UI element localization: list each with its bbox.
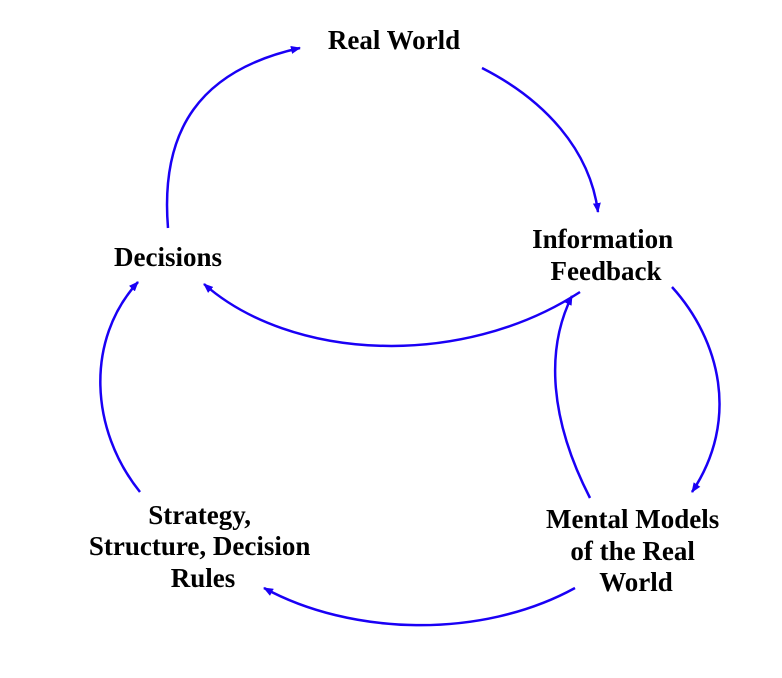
node-strategy-line: Strategy, bbox=[148, 500, 251, 530]
node-mental-models-line: Mental Models bbox=[546, 504, 719, 534]
arrow-strategy-to-decisions bbox=[99, 281, 141, 493]
node-information-feedback-line: Feedback bbox=[551, 256, 662, 286]
arrow-real-world-to-information-feedback bbox=[481, 66, 601, 213]
arrow-information-feedback-to-mental-models bbox=[671, 286, 721, 493]
node-strategy: Strategy, Structure, Decision Rules bbox=[89, 500, 317, 593]
arrow-decisions-to-real-world bbox=[165, 46, 301, 229]
node-information-feedback: Information Feedback bbox=[532, 224, 680, 286]
node-real-world-line: Real World bbox=[328, 25, 460, 55]
arrow-mental-models-to-strategy bbox=[263, 586, 576, 627]
node-information-feedback-line: Information bbox=[532, 224, 673, 254]
node-mental-models-line: World bbox=[599, 567, 673, 597]
arrows-group bbox=[99, 46, 721, 627]
arrow-mental-models-to-information-feedback bbox=[553, 295, 592, 499]
arrow-information-feedback-to-decisions bbox=[203, 283, 581, 348]
node-strategy-line: Rules bbox=[171, 563, 236, 593]
node-mental-models: Mental Models of the Real World bbox=[546, 504, 726, 597]
node-decisions: Decisions bbox=[114, 242, 222, 272]
node-real-world: Real World bbox=[328, 25, 460, 55]
node-mental-models-line: of the Real bbox=[570, 536, 695, 566]
node-decisions-line: Decisions bbox=[114, 242, 222, 272]
node-strategy-line: Structure, Decision bbox=[89, 531, 310, 561]
